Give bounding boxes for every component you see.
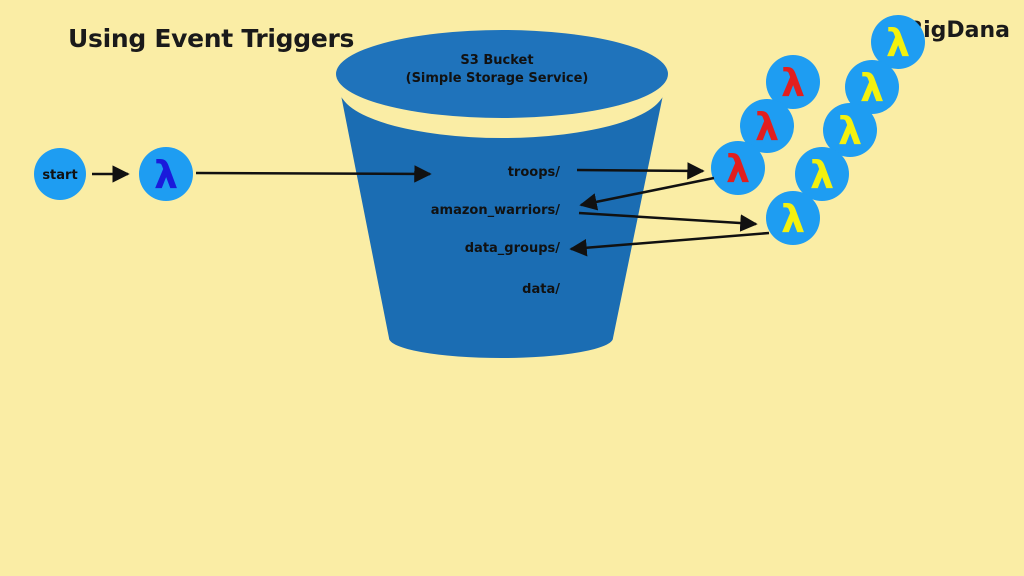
- s3-bucket: S3 Bucket (Simple Storage Service) troop…: [336, 30, 668, 358]
- lambda-icon: λ: [740, 99, 794, 153]
- bucket-title-line1: S3 Bucket: [460, 53, 533, 68]
- folder-data: data/: [522, 282, 560, 297]
- svg-text:λ: λ: [838, 109, 862, 153]
- svg-text:λ: λ: [781, 61, 805, 105]
- bucket-title-line2: (Simple Storage Service): [406, 71, 589, 86]
- lambda-icon: λ: [795, 147, 849, 201]
- svg-text:λ: λ: [886, 21, 910, 65]
- start-node: start: [34, 148, 86, 200]
- arrow-amazon-warriors-to-yellow-lambda: [578, 211, 758, 232]
- svg-text:λ: λ: [781, 197, 805, 241]
- lambda-icon: λ: [845, 60, 899, 114]
- lambda-icon: λ: [871, 15, 925, 69]
- folder-amazon-warriors: amazon_warriors/: [431, 203, 560, 218]
- lambda-icon: λ: [139, 147, 193, 201]
- arrows: [92, 162, 770, 257]
- svg-text:λ: λ: [755, 105, 779, 149]
- svg-text:λ: λ: [810, 153, 834, 197]
- arrow-yellow-lambda-to-data-groups: [569, 231, 770, 257]
- svg-text:λ: λ: [154, 153, 178, 197]
- arrow-red-lambda-to-amazon-warriors: [579, 176, 715, 211]
- bucket-body: [340, 90, 664, 358]
- arrow-troops-to-red-lambda: [576, 162, 705, 180]
- lambda-icon: λ: [766, 191, 820, 245]
- lambda-icon: λ: [766, 55, 820, 109]
- page-title: Using Event Triggers: [68, 24, 355, 53]
- start-label: start: [42, 168, 77, 183]
- bucket-top: [336, 30, 668, 118]
- svg-text:λ: λ: [726, 147, 750, 191]
- arrow-lambda-to-bucket: [195, 165, 432, 183]
- lambda-icon: λ: [711, 141, 765, 195]
- svg-text:λ: λ: [860, 66, 884, 110]
- folder-troops: troops/: [508, 165, 561, 180]
- lambda-icon: λ: [823, 103, 877, 157]
- folder-data-groups: data_groups/: [465, 241, 561, 256]
